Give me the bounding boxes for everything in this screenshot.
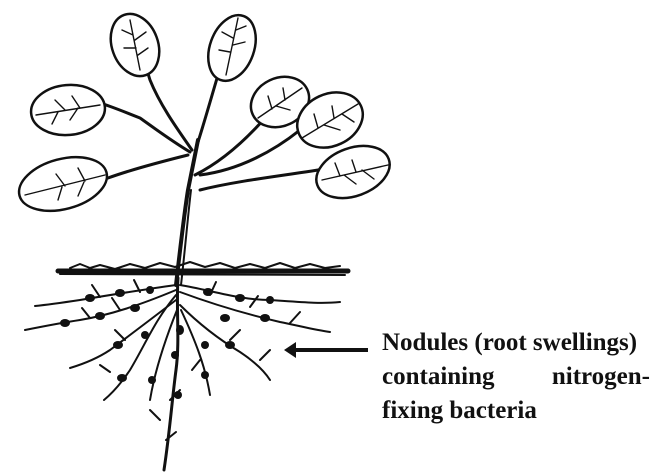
nodule	[201, 341, 209, 349]
annotation-line-3: fixing bacteria	[382, 394, 650, 428]
nodule	[85, 294, 95, 302]
nodule-arrow	[284, 342, 368, 358]
annotation-line-2: containing nitrogen-	[382, 360, 650, 394]
annotation-line-2-part-a: containing	[382, 360, 495, 394]
nodule	[60, 319, 70, 327]
nodule	[171, 351, 179, 359]
nodule	[225, 341, 235, 349]
nodule-annotation: Nodules (root swellings) containing nitr…	[382, 326, 650, 428]
nodule	[95, 312, 105, 320]
nodule	[117, 374, 127, 382]
annotation-line-2-part-b: nitrogen-	[552, 360, 650, 394]
roots	[25, 278, 340, 470]
nodule	[203, 288, 213, 296]
nodule	[220, 314, 230, 322]
nodule	[130, 304, 140, 312]
nodule	[146, 286, 154, 294]
nodule	[235, 294, 245, 302]
arrow-head	[284, 342, 296, 358]
nodule	[113, 341, 123, 349]
nodule	[260, 314, 270, 322]
annotation-line-1: Nodules (root swellings)	[382, 326, 650, 360]
nodule	[115, 289, 125, 297]
nodule	[174, 391, 182, 399]
root-nodules	[60, 286, 274, 399]
nodule	[141, 331, 149, 339]
nodule	[266, 296, 274, 304]
nodule	[176, 325, 184, 335]
nodule	[201, 371, 209, 379]
soil-line	[58, 262, 348, 275]
nodule	[148, 376, 156, 384]
